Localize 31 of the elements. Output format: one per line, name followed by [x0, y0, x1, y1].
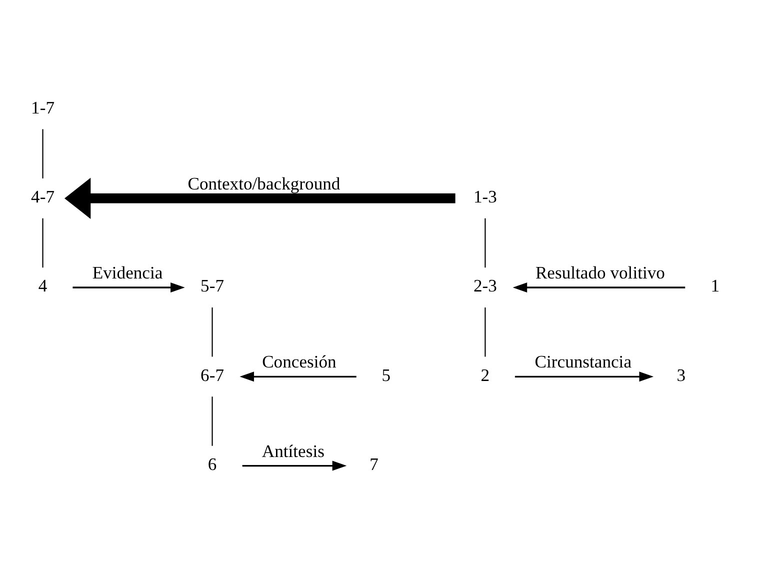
edge-label: Concesión: [262, 351, 336, 372]
node-text: 5-7: [200, 275, 224, 296]
node-text: 7: [370, 453, 378, 474]
edge-label: Circunstancia: [534, 351, 632, 372]
node-text: 1-7: [31, 96, 55, 117]
connector: [212, 306, 213, 356]
connector: [484, 218, 486, 268]
arrow: [242, 460, 347, 470]
connector: [42, 128, 44, 178]
connector: [42, 218, 44, 268]
node-text: 1-3: [473, 186, 497, 206]
node-text: 4: [38, 275, 48, 296]
arrow: [72, 282, 185, 292]
edge-label: Evidencia: [92, 262, 163, 282]
node-text: 2: [480, 364, 490, 384]
node-text: 6-7: [200, 364, 224, 384]
node-text: 5: [382, 364, 391, 384]
edge-label: Antítesis: [262, 440, 324, 460]
node-text: 2-3: [473, 275, 497, 296]
arrow: [514, 371, 654, 382]
connector: [484, 306, 486, 356]
node-text: 3: [676, 364, 686, 384]
edge-label: Resultado volitivo: [535, 262, 665, 282]
arrow: [512, 282, 686, 292]
node-text: 1: [710, 275, 720, 296]
arrow: [240, 371, 356, 382]
node-text: 4-7: [31, 186, 55, 206]
connector: [212, 396, 213, 446]
node-text: 6: [208, 453, 217, 474]
arrow: [64, 177, 456, 218]
edge-label: Contexto/background: [188, 172, 340, 193]
